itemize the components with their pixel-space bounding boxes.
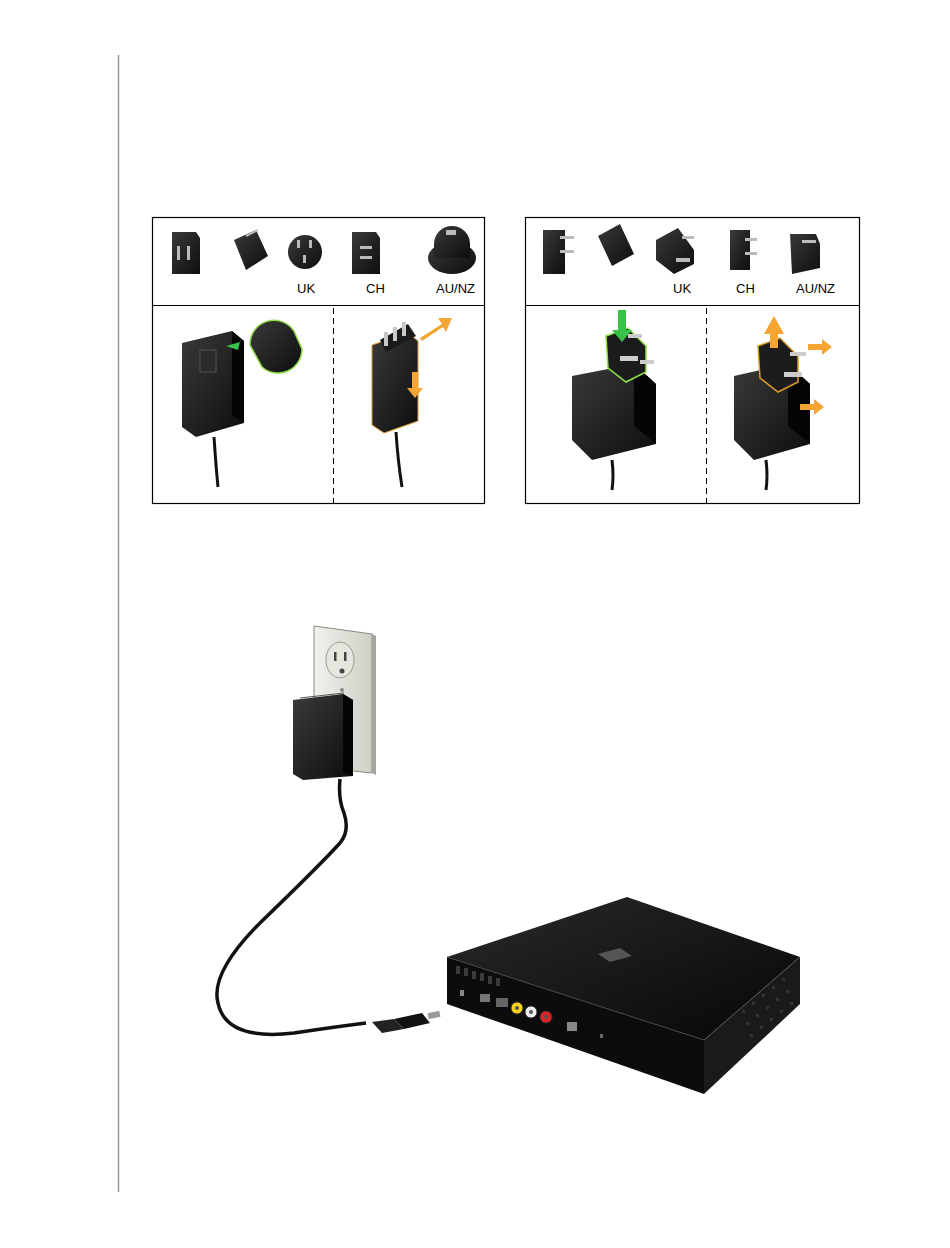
plug-region-label: UK	[673, 281, 691, 297]
plug-region-label: AU/NZ	[436, 281, 475, 297]
plug-region-label: UK	[297, 281, 315, 297]
plug-region-label: CH	[736, 281, 755, 297]
plug-region-label: AU/NZ	[796, 281, 835, 297]
plug-region-label: CH	[366, 281, 385, 297]
